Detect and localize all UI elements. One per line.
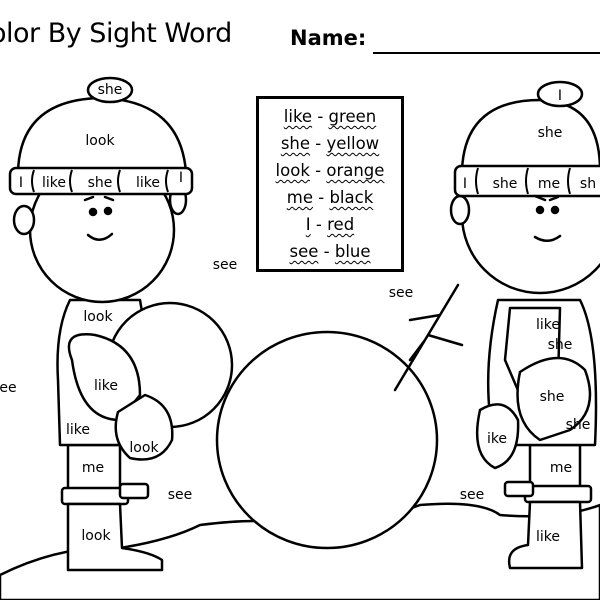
name-label: Name: bbox=[290, 26, 367, 50]
left-kid-pompom bbox=[86, 76, 134, 104]
label-left-band: I bbox=[19, 175, 23, 191]
right-kid-boot-cuff bbox=[523, 484, 593, 504]
label-right-band: me bbox=[538, 176, 560, 192]
label-right-band: sh bbox=[580, 176, 596, 192]
label-right-band: she bbox=[493, 176, 518, 192]
key-word: look bbox=[275, 161, 310, 180]
left-kid-boot-cuff bbox=[60, 486, 130, 506]
right-kid-mitten-thumb bbox=[475, 403, 520, 470]
label-right-band: I bbox=[463, 176, 467, 192]
label-bg-see: see bbox=[168, 487, 193, 503]
left-kid-ear-left bbox=[12, 204, 36, 236]
left-kid-mitten-thumb bbox=[114, 393, 174, 461]
left-kid-eye bbox=[103, 206, 113, 216]
left-kid-hat-band bbox=[8, 166, 194, 196]
label-left-band: like bbox=[136, 175, 160, 191]
worksheet-title: olor By Sight Word bbox=[0, 18, 232, 49]
left-kid-boot bbox=[66, 502, 164, 572]
label-right-scarf: she bbox=[548, 337, 573, 353]
key-word: I bbox=[305, 215, 311, 234]
label-right-coat: ike bbox=[487, 431, 507, 447]
key-color: black bbox=[329, 188, 374, 207]
right-kid-mouth bbox=[533, 234, 562, 242]
label-left-leg: me bbox=[82, 460, 104, 476]
label-left-coat: like bbox=[66, 422, 90, 438]
label-left-thumb: look bbox=[129, 440, 159, 456]
label-bg-see: see bbox=[213, 257, 238, 273]
tree-branch bbox=[393, 283, 464, 392]
center-snowball bbox=[215, 330, 439, 550]
key-color: yellow bbox=[326, 134, 380, 153]
right-kid-boot-cuff-left bbox=[503, 480, 535, 498]
label-bg-see: see bbox=[460, 487, 485, 503]
key-color: orange bbox=[326, 161, 385, 180]
label-left-mitten: like bbox=[94, 378, 118, 394]
right-kid-eye bbox=[550, 205, 560, 215]
label-left-boot: look bbox=[81, 528, 111, 544]
key-word: see bbox=[289, 242, 319, 261]
right-kid-hat bbox=[460, 98, 600, 172]
label-right-thumb: she bbox=[566, 417, 591, 433]
color-key-box: like - green she - yellow look - orange … bbox=[256, 96, 404, 272]
left-kid-boot-cuff-right bbox=[118, 482, 150, 500]
right-kid-mitten bbox=[516, 356, 592, 442]
key-row: me - black bbox=[286, 188, 374, 207]
label-left-hat: look bbox=[85, 133, 115, 149]
label-right-leg: me bbox=[550, 460, 572, 476]
key-color: blue bbox=[334, 242, 371, 261]
key-color: green bbox=[328, 107, 377, 126]
right-kid-pompom bbox=[536, 80, 584, 108]
key-row: see - blue bbox=[289, 242, 371, 261]
label-left-band: I bbox=[179, 170, 183, 186]
right-kid-eye bbox=[535, 205, 545, 215]
key-word: she bbox=[280, 134, 311, 153]
name-blank-line[interactable] bbox=[373, 52, 600, 54]
key-row: I - red bbox=[305, 215, 355, 234]
left-kid-mitten bbox=[67, 333, 142, 422]
right-kid-ear-left bbox=[449, 194, 471, 226]
key-row: look - orange bbox=[275, 161, 385, 180]
label-bg-see: see bbox=[389, 285, 414, 301]
right-kid-boot bbox=[507, 500, 584, 570]
label-right-boot: like bbox=[536, 529, 560, 545]
label-right-hat: she bbox=[538, 125, 563, 141]
label-left-scarf: look bbox=[83, 309, 113, 325]
left-kid-eyebrows bbox=[83, 195, 115, 202]
label-bg-see: ee bbox=[0, 380, 17, 396]
label-right-mitten: she bbox=[540, 389, 565, 405]
label-right-pom: I bbox=[558, 88, 562, 104]
key-word: me bbox=[286, 188, 313, 207]
key-row: she - yellow bbox=[280, 134, 380, 153]
label-right-scarf: like bbox=[536, 317, 560, 333]
key-word: like bbox=[283, 107, 313, 126]
key-row: like - green bbox=[283, 107, 377, 126]
label-left-band: she bbox=[88, 175, 113, 191]
label-left-pom: she bbox=[98, 82, 123, 98]
label-left-band: like bbox=[42, 175, 66, 191]
left-kid-mouth bbox=[86, 232, 114, 241]
left-kid-eye bbox=[88, 207, 98, 217]
key-color: red bbox=[327, 215, 355, 234]
right-kid-eyebrows bbox=[533, 194, 560, 202]
